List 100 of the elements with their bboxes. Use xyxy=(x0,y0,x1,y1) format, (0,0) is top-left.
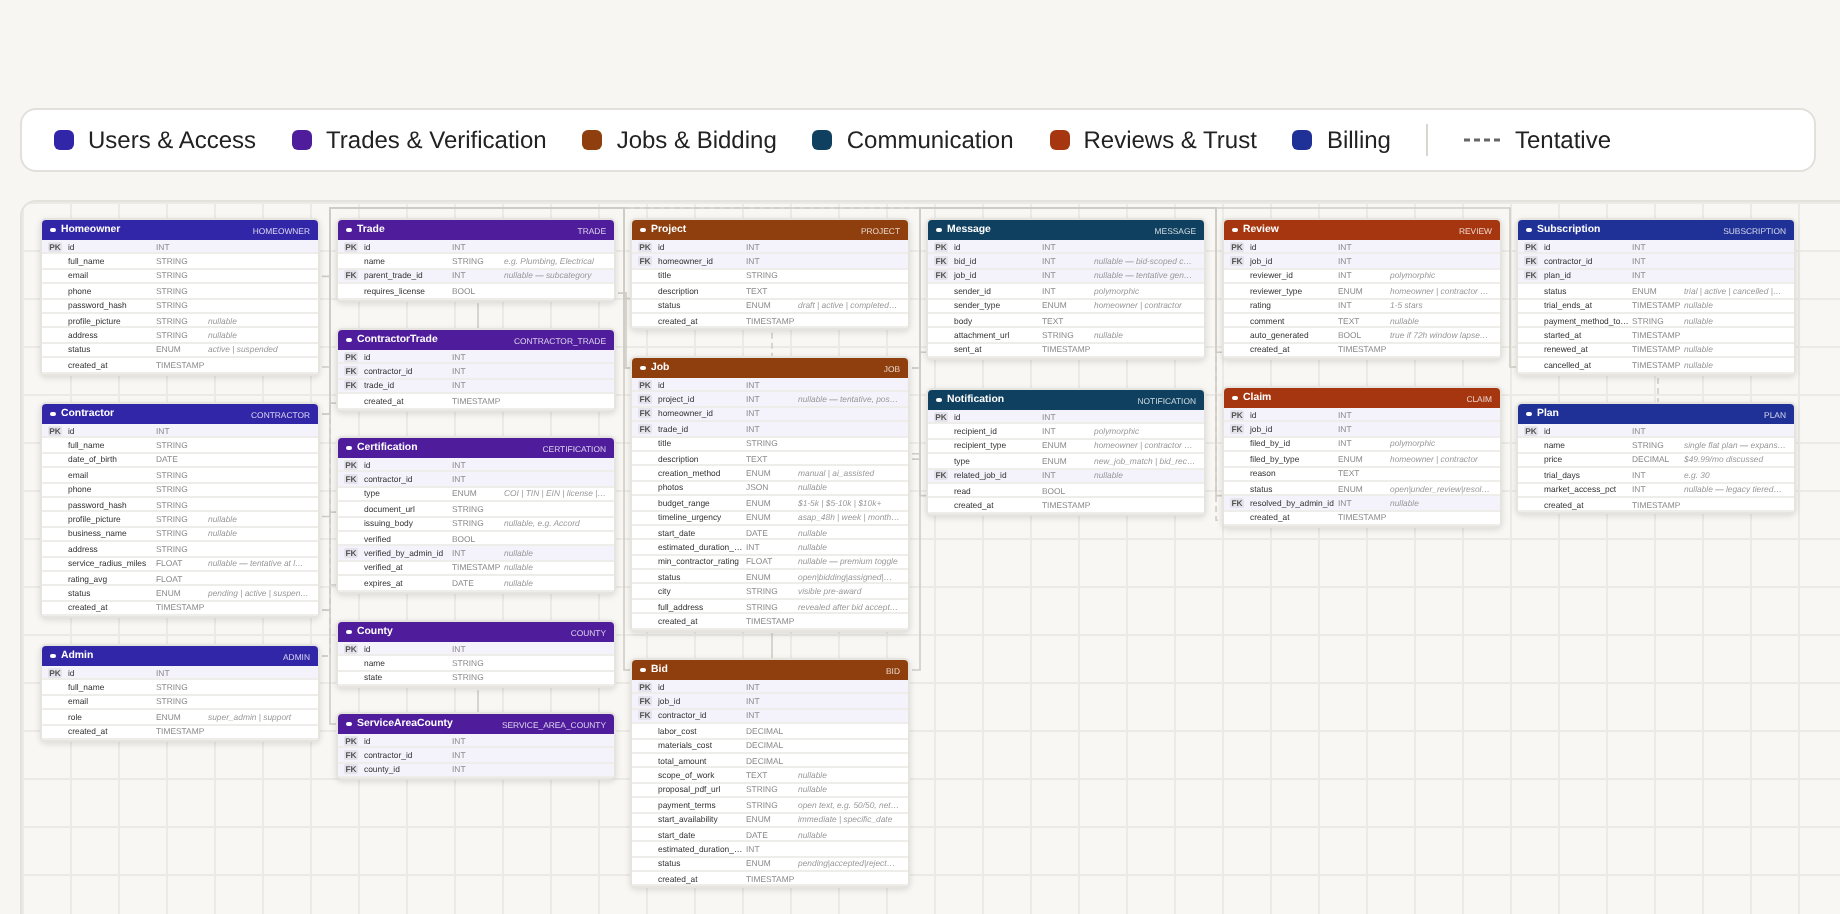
field-row xyxy=(632,422,908,438)
entity-table xyxy=(336,436,616,594)
field-row xyxy=(1518,240,1794,255)
field-row xyxy=(1518,254,1794,270)
entity-table xyxy=(1516,218,1796,376)
relation-line xyxy=(1657,376,1659,405)
relation-line xyxy=(771,632,773,661)
entity-table xyxy=(1222,218,1502,361)
field-row xyxy=(42,468,318,484)
field-row xyxy=(338,502,614,518)
legend-label: Tentative xyxy=(1514,126,1611,154)
field-row xyxy=(632,570,908,585)
field-row xyxy=(338,254,614,270)
field-row xyxy=(928,240,1204,255)
field-row xyxy=(42,666,318,681)
entity-table xyxy=(1516,402,1796,515)
field-row xyxy=(338,284,614,300)
field-row xyxy=(1518,284,1794,300)
field-row xyxy=(42,586,318,602)
field-row xyxy=(42,328,318,344)
field-row xyxy=(1224,496,1500,512)
field-row xyxy=(1224,240,1500,255)
field-row xyxy=(632,768,908,784)
entity-table xyxy=(336,328,616,412)
entity-table xyxy=(40,644,320,742)
entity-table xyxy=(630,658,910,889)
field-row xyxy=(632,584,908,600)
field-row xyxy=(338,350,614,365)
field-row xyxy=(928,410,1204,425)
entity-table xyxy=(40,402,320,619)
relation-line xyxy=(911,351,929,671)
field-row xyxy=(1518,424,1794,439)
entity-table xyxy=(630,218,910,331)
legend-label: Billing xyxy=(1326,126,1391,154)
field-row xyxy=(632,392,908,408)
field-row xyxy=(338,546,614,562)
entity-table xyxy=(926,218,1206,361)
field-row xyxy=(42,438,318,454)
field-row xyxy=(42,254,318,270)
field-row xyxy=(1518,358,1794,374)
field-row xyxy=(1224,284,1500,300)
legend-label: Trades & Verification xyxy=(326,126,547,154)
field-row xyxy=(632,240,908,255)
field-row xyxy=(338,656,614,672)
field-row xyxy=(632,378,908,393)
entity-table xyxy=(40,218,320,376)
relation-line xyxy=(321,207,633,671)
field-row xyxy=(928,328,1204,344)
field-row xyxy=(42,512,318,528)
field-row xyxy=(632,496,908,512)
entity-table xyxy=(336,620,616,689)
entity-table xyxy=(1222,386,1502,529)
field-row xyxy=(632,614,908,630)
field-row xyxy=(632,466,908,482)
relation-line xyxy=(617,292,633,369)
legend-label: Communication xyxy=(846,126,1014,154)
field-row xyxy=(928,498,1204,514)
field-row xyxy=(338,458,614,473)
field-row xyxy=(42,680,318,696)
entity-table xyxy=(336,712,616,781)
field-row xyxy=(1518,438,1794,454)
field-row xyxy=(338,394,614,410)
relation-line xyxy=(477,302,479,331)
field-row xyxy=(632,284,908,300)
field-row xyxy=(928,254,1204,270)
relation-line xyxy=(911,452,929,497)
field-row xyxy=(338,642,614,657)
field-row xyxy=(632,724,908,740)
field-row xyxy=(338,364,614,380)
legend-label: Users & Access xyxy=(88,126,257,154)
field-row xyxy=(1224,328,1500,344)
field-row xyxy=(42,240,318,255)
field-row xyxy=(338,472,614,488)
field-row xyxy=(338,748,614,764)
field-row xyxy=(42,542,318,558)
field-row xyxy=(42,358,318,374)
field-row xyxy=(632,798,908,814)
legend-label: Reviews & Trust xyxy=(1083,126,1257,154)
entity-table xyxy=(926,388,1206,516)
relation-line xyxy=(771,331,773,359)
field-row xyxy=(338,240,614,255)
field-row xyxy=(632,254,908,270)
field-row xyxy=(42,710,318,726)
field-row xyxy=(632,694,908,710)
field-row xyxy=(1224,254,1500,270)
field-row xyxy=(1224,422,1500,438)
entity-table xyxy=(630,356,910,632)
field-row xyxy=(1518,468,1794,484)
field-row xyxy=(928,424,1204,440)
field-row xyxy=(338,576,614,592)
relation-line xyxy=(321,207,1519,415)
field-row xyxy=(928,284,1204,300)
legend-label: Jobs & Bidding xyxy=(616,126,777,154)
field-row xyxy=(1518,328,1794,344)
field-row xyxy=(1224,408,1500,423)
relation-line xyxy=(911,207,1225,497)
field-row xyxy=(632,842,908,858)
field-row xyxy=(1224,452,1500,468)
field-row xyxy=(632,680,908,695)
field-row xyxy=(42,284,318,300)
